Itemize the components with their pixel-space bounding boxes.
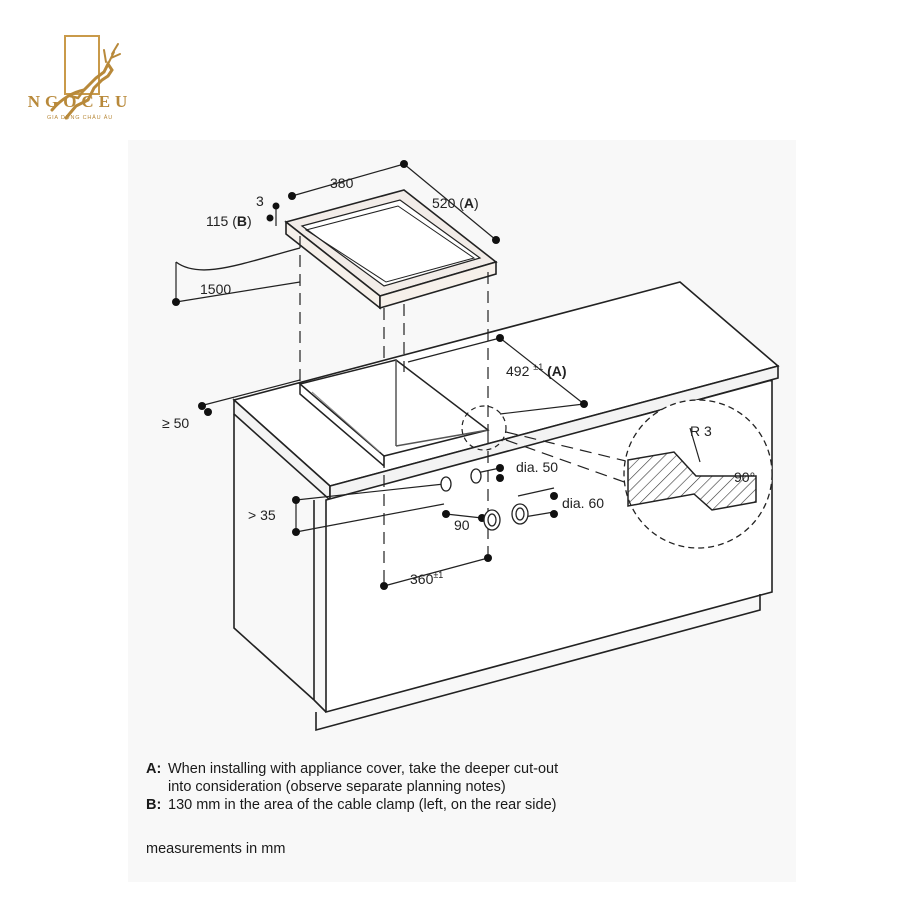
depth-cutout-label: 492 ±1 (A) bbox=[506, 357, 567, 379]
hole-angle-label: 90 bbox=[454, 517, 470, 533]
dimension-labels: 380 520 (A) 3 115 (B) 1500 492 ±1 (A) ≥ … bbox=[162, 175, 755, 587]
projection-lines bbox=[299, 236, 631, 586]
cable-holes bbox=[440, 468, 529, 531]
power-cable bbox=[175, 247, 301, 271]
detail-callout bbox=[461, 399, 773, 549]
footnote-b: B: 130 mm in the area of the cable clamp… bbox=[146, 796, 786, 814]
cutout-depth-label: 520 (A) bbox=[432, 195, 479, 211]
footnote-text: 130 mm in the area of the cable clamp (l… bbox=[168, 797, 557, 813]
front-offset-label: 360±1 bbox=[410, 570, 443, 587]
footnote-a: A: When installing with appliance cover,… bbox=[146, 760, 786, 796]
deer-logo-icon bbox=[50, 35, 121, 120]
hole-small-label: dia. 50 bbox=[516, 459, 558, 475]
footnote-text: When installing with appliance cover, ta… bbox=[168, 761, 559, 795]
brand-tagline: GIA DỤNG CHÂU ÂU bbox=[47, 115, 113, 121]
appliance-unit bbox=[284, 189, 498, 310]
unit-height-label: 115 (B) bbox=[206, 213, 252, 229]
units-note: measurements in mm bbox=[146, 841, 286, 857]
footnotes: A: When installing with appliance cover,… bbox=[146, 760, 786, 814]
frame-thickness-label: 3 bbox=[256, 193, 264, 209]
drawer-gap-label: > 35 bbox=[248, 507, 276, 523]
footnote-key: B: bbox=[146, 797, 162, 813]
front-edge-label: ≥ 50 bbox=[162, 415, 189, 431]
cutout-width-label: 380 bbox=[330, 175, 354, 191]
detail-angle-label: 90° bbox=[734, 469, 755, 485]
footnote-key: A: bbox=[146, 761, 162, 777]
dimension-lines bbox=[175, 163, 585, 587]
hole-large-label: dia. 60 bbox=[562, 495, 604, 511]
cable-length-label: 1500 bbox=[200, 281, 231, 297]
brand-name: NGOCEU bbox=[27, 92, 133, 111]
detail-radius-label: R 3 bbox=[690, 423, 712, 439]
